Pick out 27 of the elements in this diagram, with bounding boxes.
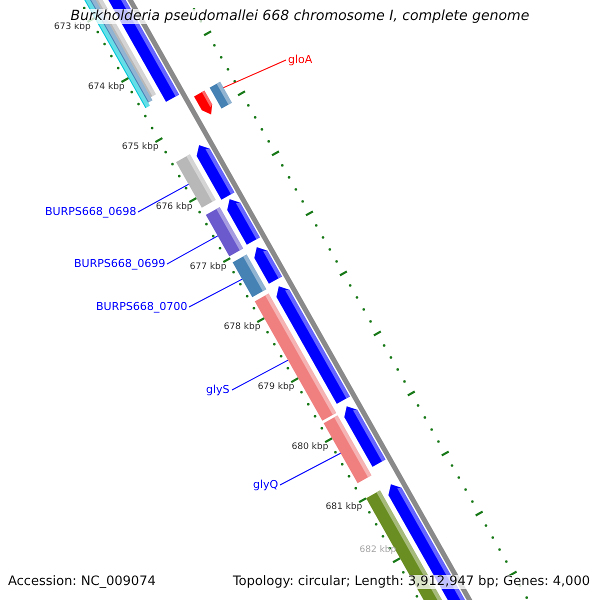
leader-line (188, 278, 243, 308)
scale-label: 681 kbp (326, 503, 362, 514)
leader-line (138, 184, 190, 212)
gene-label: BURPS668_0699 (74, 258, 166, 270)
gene-bar (232, 254, 266, 298)
gene-label: BURPS668_0700 (96, 301, 188, 314)
gene-label: glyS (206, 384, 230, 396)
gene-label: gloA (288, 54, 312, 66)
scale-label: 679 kbp (258, 383, 294, 394)
accession-text: Accession: NC_009074 (8, 575, 156, 590)
scale-label: 680 kbp (292, 443, 328, 454)
leader-line (222, 60, 286, 88)
scale-label: 677 kbp (190, 263, 226, 273)
scale-label: 675 kbp (122, 143, 159, 153)
leader-line (280, 452, 342, 486)
leader-line (232, 360, 288, 390)
genome-summary: Topology: circular; Length: 3,912,947 bp; Genes: 4,000 (232, 575, 590, 590)
leader-line (166, 235, 218, 264)
scale-label: 673 kbp (54, 23, 91, 33)
gene-bar (206, 207, 244, 256)
gene-label: glyQ (253, 479, 278, 492)
scale-label: 676 kbp (156, 203, 193, 213)
gene-bar (210, 82, 232, 109)
scale-label: 682 kbp (360, 546, 396, 556)
scale-label: 674 kbp (88, 83, 125, 93)
gene-label: BURPS668_0698 (45, 206, 136, 218)
scale-label: 678 kbp (224, 323, 260, 334)
